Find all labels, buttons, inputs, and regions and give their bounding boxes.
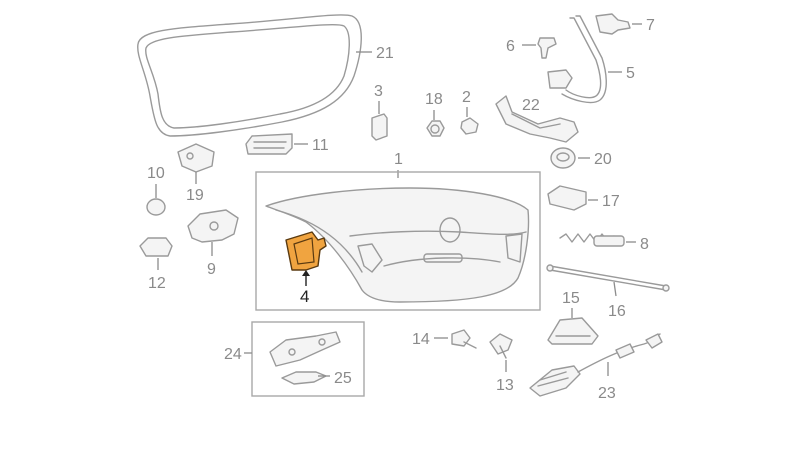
callout-6[interactable]: 6	[506, 38, 515, 55]
callout-1[interactable]: 1	[394, 151, 403, 168]
callout-21[interactable]: 21	[376, 45, 394, 62]
part-15-housing[interactable]: 15	[547, 290, 599, 345]
part-20-plug[interactable]: 20	[550, 147, 612, 169]
part-8-spring[interactable]: 8	[559, 233, 649, 253]
part-6-clip[interactable]: 6	[506, 37, 557, 59]
part-1-trunk-lid[interactable]	[265, 187, 530, 303]
part-17-pad[interactable]: 17	[547, 185, 620, 211]
frame-trunk-lid-assembly	[255, 171, 541, 311]
part-23-cable[interactable]: 23	[529, 333, 663, 402]
part-5-cable[interactable]: 5	[547, 15, 635, 104]
callout-4[interactable]: 4	[300, 287, 309, 306]
callout-10[interactable]: 10	[147, 165, 165, 182]
frame-sub-assembly-24	[251, 321, 365, 397]
part-11-emblem[interactable]: 11	[245, 133, 329, 155]
callout-7[interactable]: 7	[646, 17, 655, 34]
callout-19[interactable]: 19	[186, 187, 204, 204]
callout-15[interactable]: 15	[562, 290, 580, 307]
part-21-weatherstrip[interactable]: 21	[137, 14, 394, 137]
callout-20[interactable]: 20	[594, 151, 612, 168]
callout-11[interactable]: 11	[312, 137, 329, 154]
part-12-sensor[interactable]: 12	[139, 237, 173, 292]
part-4-highlighted[interactable]: 4	[285, 231, 327, 306]
part-13-bolt[interactable]: 13	[489, 333, 514, 394]
callout-17[interactable]: 17	[602, 193, 620, 210]
part-25-gasket[interactable]: 25	[281, 370, 352, 387]
part-9-latch[interactable]: 9	[187, 209, 239, 278]
callout-22[interactable]: 22	[522, 97, 540, 114]
callout-23[interactable]: 23	[598, 385, 616, 402]
callout-2[interactable]: 2	[462, 89, 471, 106]
part-24-switch[interactable]	[269, 331, 341, 367]
callout-12[interactable]: 12	[148, 275, 166, 292]
callout-24[interactable]: 24	[224, 346, 242, 363]
callout-14[interactable]: 14	[412, 331, 430, 348]
callout-16[interactable]: 16	[608, 303, 626, 320]
part-16-rod[interactable]: 16	[546, 264, 670, 320]
part-22-hinge[interactable]: 22	[495, 95, 579, 143]
callout-8[interactable]: 8	[640, 236, 649, 253]
callout-3[interactable]: 3	[374, 83, 383, 100]
part-7-clip[interactable]: 7	[595, 13, 655, 35]
callout-25[interactable]: 25	[334, 370, 352, 387]
callout-18[interactable]: 18	[425, 91, 443, 108]
callout-13[interactable]: 13	[496, 377, 514, 394]
part-19-bracket[interactable]: 19	[177, 143, 215, 204]
callout-5[interactable]: 5	[626, 65, 635, 82]
part-14-screw[interactable]: 14	[412, 329, 477, 349]
part-2-cap[interactable]: 2	[460, 89, 479, 135]
part-10-grommet[interactable]: 10	[146, 165, 166, 216]
part-3-bumper[interactable]: 3	[371, 83, 388, 141]
callout-9[interactable]: 9	[207, 261, 216, 278]
part-18-grommet[interactable]: 18	[425, 91, 445, 137]
